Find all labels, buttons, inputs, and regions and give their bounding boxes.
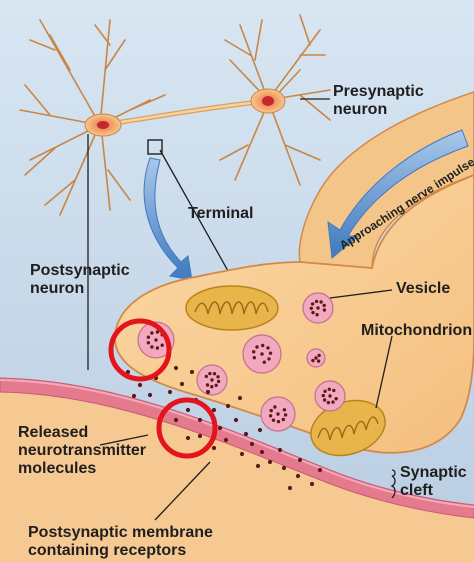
released-molecules-label: Released neurotransmitter molecules [18,424,146,478]
neurotransmitter-molecule [318,468,322,472]
neurotransmitter-molecule [148,393,152,397]
terminal-label: Terminal [188,205,254,223]
postsynaptic-neuron-label: Postsynaptic neuron [30,262,130,298]
neurotransmitter-molecule [260,450,264,454]
postsynaptic-membrane-label: Postsynaptic membrane containing recepto… [28,524,213,560]
neurotransmitter-molecule [138,383,142,387]
neurotransmitter-molecule [218,426,222,430]
neurotransmitter-molecule [206,390,210,394]
right-neuron-nucleus [262,96,274,106]
neurotransmitter-molecule [198,418,202,422]
neurotransmitter-molecule [298,458,302,462]
vesicle [197,365,227,395]
synaptic-cleft-label: Synaptic cleft [400,464,467,500]
left-neuron-nucleus [97,121,109,129]
neurotransmitter-molecule [250,442,254,446]
mitochondrion-top [186,286,278,330]
vesicle [307,349,325,367]
neurotransmitter-molecule [310,482,314,486]
vesicle [315,381,345,411]
presynaptic-neuron-label: Presynaptic neuron [333,83,424,119]
neurotransmitter-molecule [258,428,262,432]
vesicle [303,293,333,323]
neurotransmitter-molecule [234,418,238,422]
vesicle [261,397,295,431]
neurotransmitter-molecule [244,432,248,436]
neurotransmitter-molecule [282,466,286,470]
neurotransmitter-molecule [186,436,190,440]
neurotransmitter-molecule [174,418,178,422]
neurotransmitter-molecule [278,448,282,452]
neurotransmitter-molecule [268,460,272,464]
vesicle [243,335,281,373]
neurotransmitter-molecule [226,404,230,408]
neurotransmitter-molecule [256,464,260,468]
neurotransmitter-molecule [132,394,136,398]
neurotransmitter-molecule [288,486,292,490]
neurotransmitter-molecule [180,382,184,386]
neurotransmitter-molecule [224,438,228,442]
neurotransmitter-molecule [174,366,178,370]
neurotransmitter-molecule [168,390,172,394]
mitochondrion-label: Mitochondrion [361,322,472,340]
neurotransmitter-molecule [198,434,202,438]
neurotransmitter-molecule [212,446,216,450]
neurotransmitter-molecule [238,396,242,400]
neurotransmitter-molecule [240,452,244,456]
vesicle-label: Vesicle [396,280,450,298]
neurotransmitter-molecule [296,474,300,478]
neurotransmitter-molecule [186,408,190,412]
neurotransmitter-molecule [190,370,194,374]
